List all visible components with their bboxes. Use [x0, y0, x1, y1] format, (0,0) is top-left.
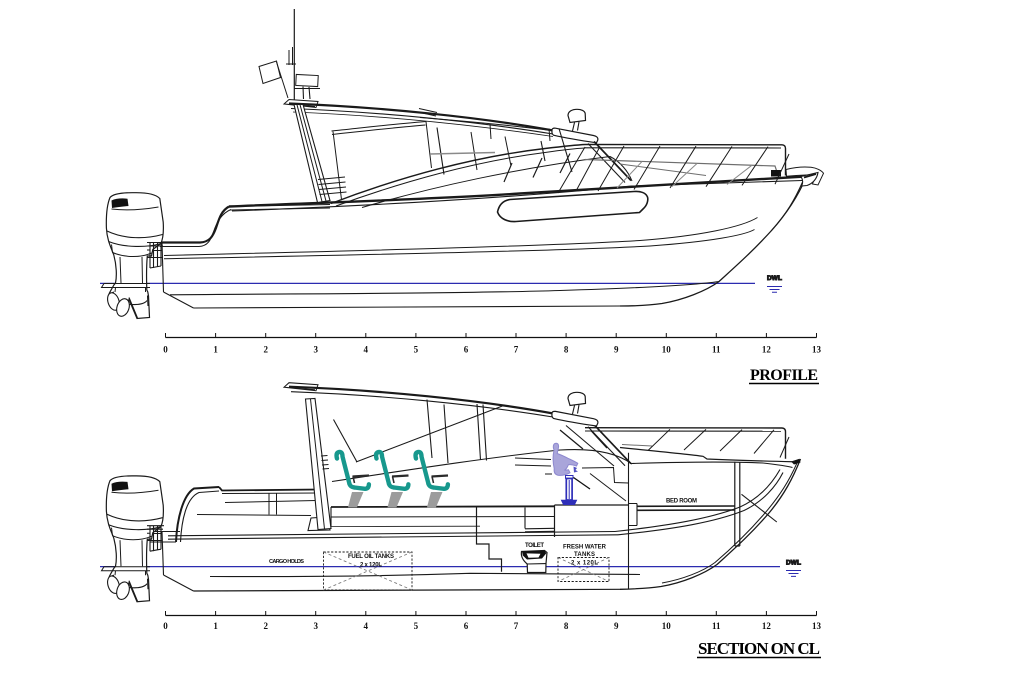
svg-text:TOILET: TOILET — [525, 543, 544, 549]
svg-text:6: 6 — [464, 621, 469, 631]
svg-text:SECTION ON CL: SECTION ON CL — [698, 639, 820, 658]
svg-text:1: 1 — [213, 345, 218, 355]
svg-text:2 x 120L: 2 x 120L — [571, 561, 598, 567]
svg-text:1: 1 — [213, 621, 218, 631]
svg-text:11: 11 — [712, 345, 721, 355]
svg-text:12: 12 — [762, 345, 772, 355]
svg-text:0: 0 — [163, 621, 168, 631]
svg-text:10: 10 — [662, 621, 672, 631]
svg-text:9: 9 — [614, 345, 619, 355]
svg-text:FRESH WATER: FRESH WATER — [563, 545, 607, 551]
svg-text:3: 3 — [313, 345, 318, 355]
svg-text:DWL: DWL — [786, 560, 801, 567]
svg-text:9: 9 — [614, 621, 619, 631]
svg-text:8: 8 — [564, 621, 569, 631]
svg-text:13: 13 — [812, 621, 822, 631]
svg-text:5: 5 — [414, 621, 419, 631]
svg-text:13: 13 — [812, 345, 822, 355]
svg-text:CARGO HOLDS: CARGO HOLDS — [269, 559, 304, 565]
svg-text:10: 10 — [662, 345, 672, 355]
svg-text:8: 8 — [564, 345, 569, 355]
svg-text:2: 2 — [263, 345, 268, 355]
svg-text:2 x 120L: 2 x 120L — [360, 562, 382, 568]
svg-text:6: 6 — [464, 345, 469, 355]
svg-text:11: 11 — [712, 621, 721, 631]
svg-text:DWL: DWL — [767, 275, 782, 282]
svg-text:2: 2 — [263, 621, 268, 631]
svg-text:PROFILE: PROFILE — [750, 367, 818, 384]
svg-text:7: 7 — [514, 345, 519, 355]
svg-text:0: 0 — [163, 345, 168, 355]
svg-text:5: 5 — [414, 345, 419, 355]
svg-text:3: 3 — [313, 621, 318, 631]
svg-text:TANKS: TANKS — [574, 552, 595, 558]
svg-text:FUEL OIL TANKS: FUEL OIL TANKS — [348, 554, 394, 560]
svg-text:7: 7 — [514, 621, 519, 631]
svg-text:BED ROOM: BED ROOM — [666, 499, 697, 505]
svg-text:4: 4 — [364, 621, 369, 631]
svg-text:12: 12 — [762, 621, 772, 631]
svg-text:4: 4 — [364, 345, 369, 355]
